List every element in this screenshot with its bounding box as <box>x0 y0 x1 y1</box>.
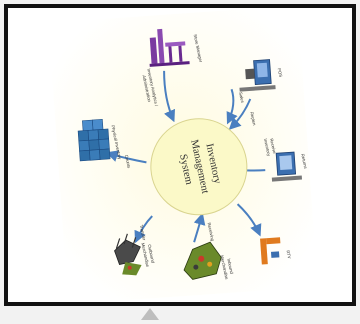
sales-edge-label: Sales <box>238 92 245 104</box>
replen-edge-label: Replen <box>249 111 257 126</box>
arrow-transfer <box>134 215 153 244</box>
store-manager-node: Store Manager <box>149 28 204 67</box>
inbound-label-1: Inbound <box>226 258 234 275</box>
pos-label: POS <box>277 68 284 78</box>
inbound-merchandise-node: Inbound Merchandise <box>183 241 235 281</box>
receiving-edge-label: Receiving <box>207 222 216 242</box>
receive-edge-label-1: Receive <box>269 138 277 155</box>
arrow-rtv <box>236 203 262 237</box>
rtv-node: RTV <box>260 237 292 265</box>
returns-label: Returns <box>300 153 308 169</box>
store-manager-label: Store Manager <box>193 34 204 63</box>
admin-edge-label-2: Administration <box>142 75 153 103</box>
arrow-receiving <box>193 212 206 243</box>
diagram-frame: Inventory Management System Store Manage… <box>4 4 356 306</box>
returns-node: Returns <box>271 151 308 182</box>
arrow-store-manager <box>163 70 175 123</box>
outbound-label-1: Outbound <box>147 244 156 264</box>
transfer-edge-label: Transfer <box>139 224 147 241</box>
tooltip-caret <box>141 308 159 320</box>
inbound-label-2: Merchandise <box>219 255 229 281</box>
rtv-label: RTV <box>285 250 292 260</box>
outbound-merchandise-node: Outbound Merchandise <box>114 233 156 276</box>
arrow-counts <box>105 150 147 164</box>
outbound-label-2: Merchandise <box>140 242 150 268</box>
inventory-management-diagram: Inventory Management System Store Manage… <box>48 8 318 302</box>
receive-edge-label-2: Inventory <box>263 138 272 157</box>
pos-node: POS <box>239 59 284 92</box>
counts-edge-label: Counts <box>124 154 132 168</box>
central-system-node: Inventory Management System <box>150 118 248 216</box>
arrow-replen <box>228 98 252 130</box>
